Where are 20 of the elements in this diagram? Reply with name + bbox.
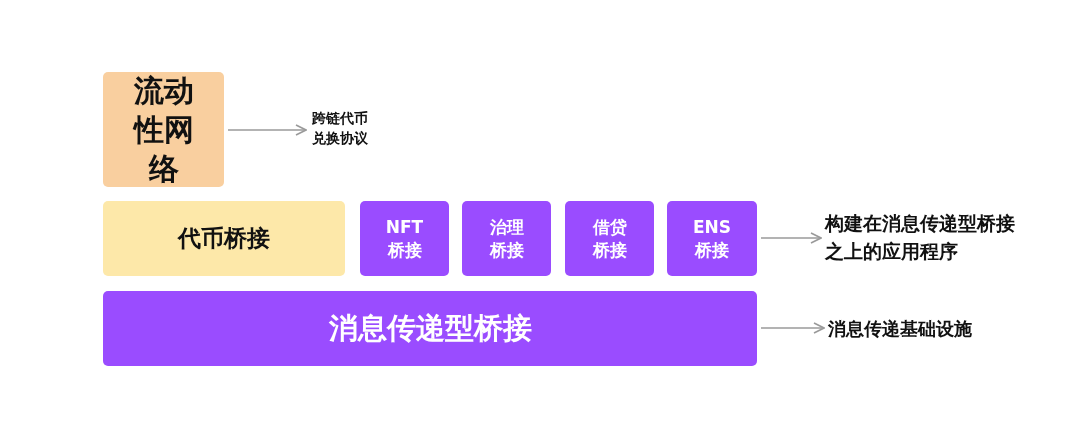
layer-box bbox=[103, 291, 757, 366]
layer-box bbox=[667, 201, 757, 276]
arrow bbox=[760, 322, 825, 334]
annotation-text: 消息传递基础设施 bbox=[828, 316, 1018, 343]
layer-box bbox=[103, 72, 224, 187]
layer-box bbox=[103, 201, 345, 276]
annotation-text: 跨链代币兑换协议 bbox=[310, 108, 370, 149]
box-label: NFT 桥接 bbox=[384, 216, 425, 261]
layer-box bbox=[360, 201, 449, 276]
arrow bbox=[227, 124, 307, 136]
layer-box bbox=[565, 201, 654, 276]
layer-box bbox=[462, 201, 551, 276]
box-label: 消息传递型桥接 bbox=[328, 311, 532, 346]
arrow bbox=[760, 232, 822, 244]
box-label: 治理桥接 bbox=[488, 216, 525, 261]
annotation-text: 构建在消息传递型桥接之上的应用程序 bbox=[825, 210, 1025, 266]
box-label: 借贷桥接 bbox=[591, 216, 628, 261]
box-label: 流动性网络 bbox=[132, 72, 195, 188]
box-label: 代币桥接 bbox=[178, 224, 270, 253]
box-label: ENS 桥接 bbox=[691, 216, 733, 261]
